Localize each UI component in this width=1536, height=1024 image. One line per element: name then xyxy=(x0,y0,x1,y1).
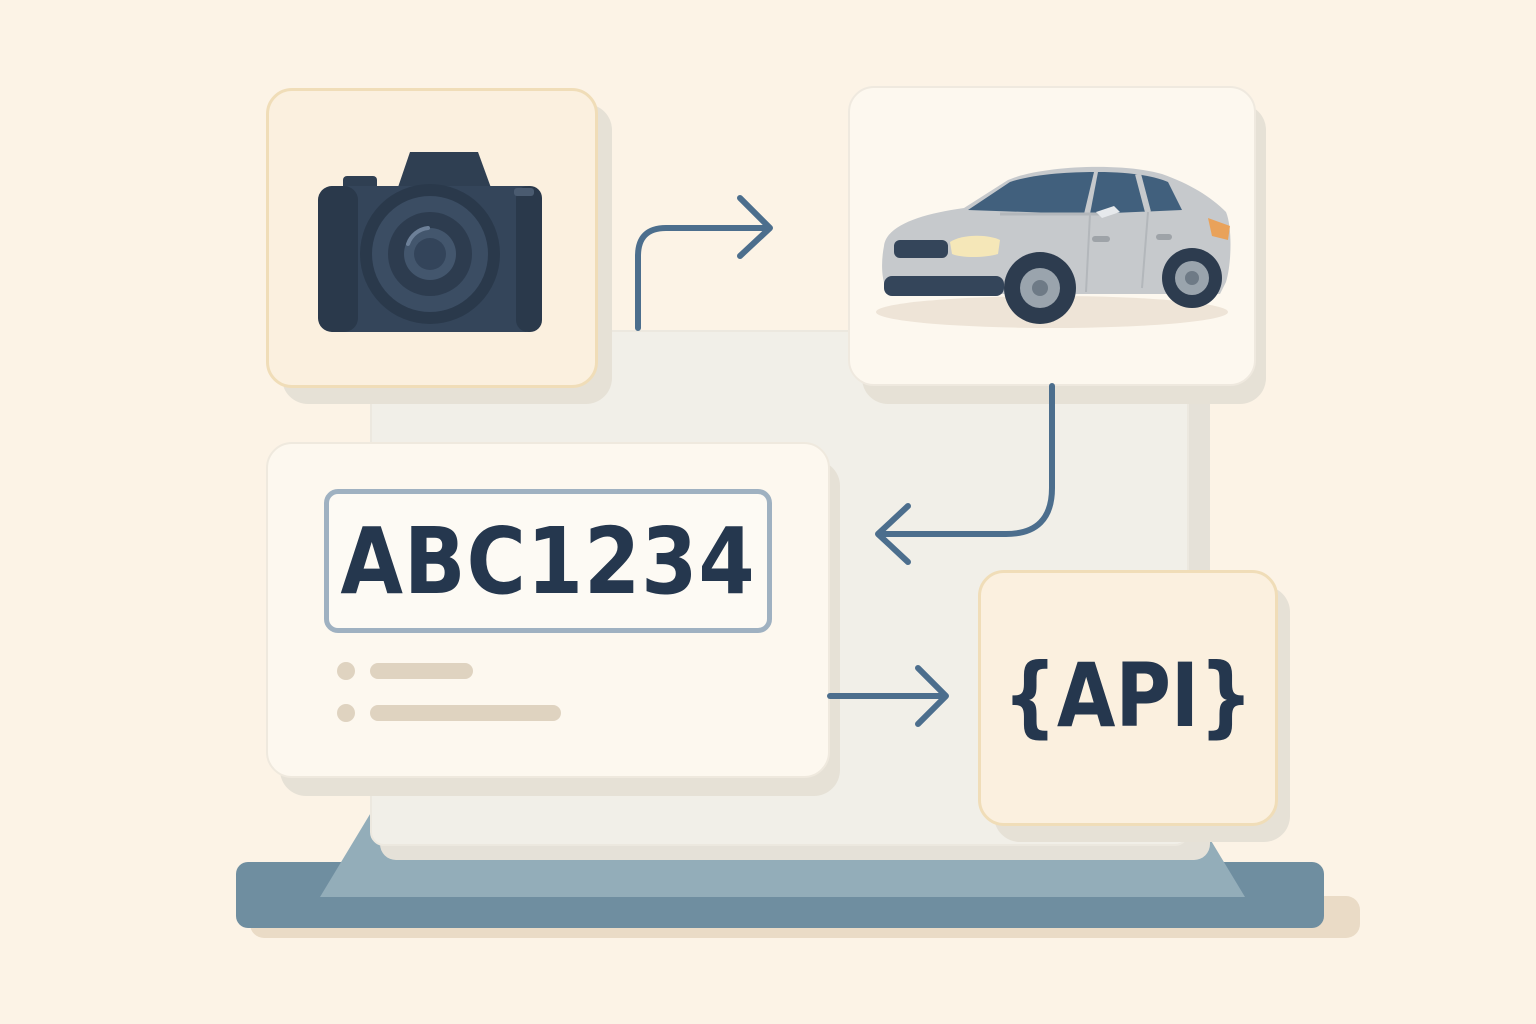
plate-number: ABC1234 xyxy=(340,507,756,615)
bullet-dot xyxy=(337,704,355,722)
placeholder-line xyxy=(370,663,473,679)
bullet-dot xyxy=(337,662,355,680)
placeholder-line xyxy=(370,705,561,721)
arrow-icon xyxy=(635,225,771,331)
api-card xyxy=(978,570,1278,826)
license-plate: ABC1234 xyxy=(324,489,772,633)
arrow-icon xyxy=(877,383,1055,537)
api-label: {API} xyxy=(1003,643,1253,747)
